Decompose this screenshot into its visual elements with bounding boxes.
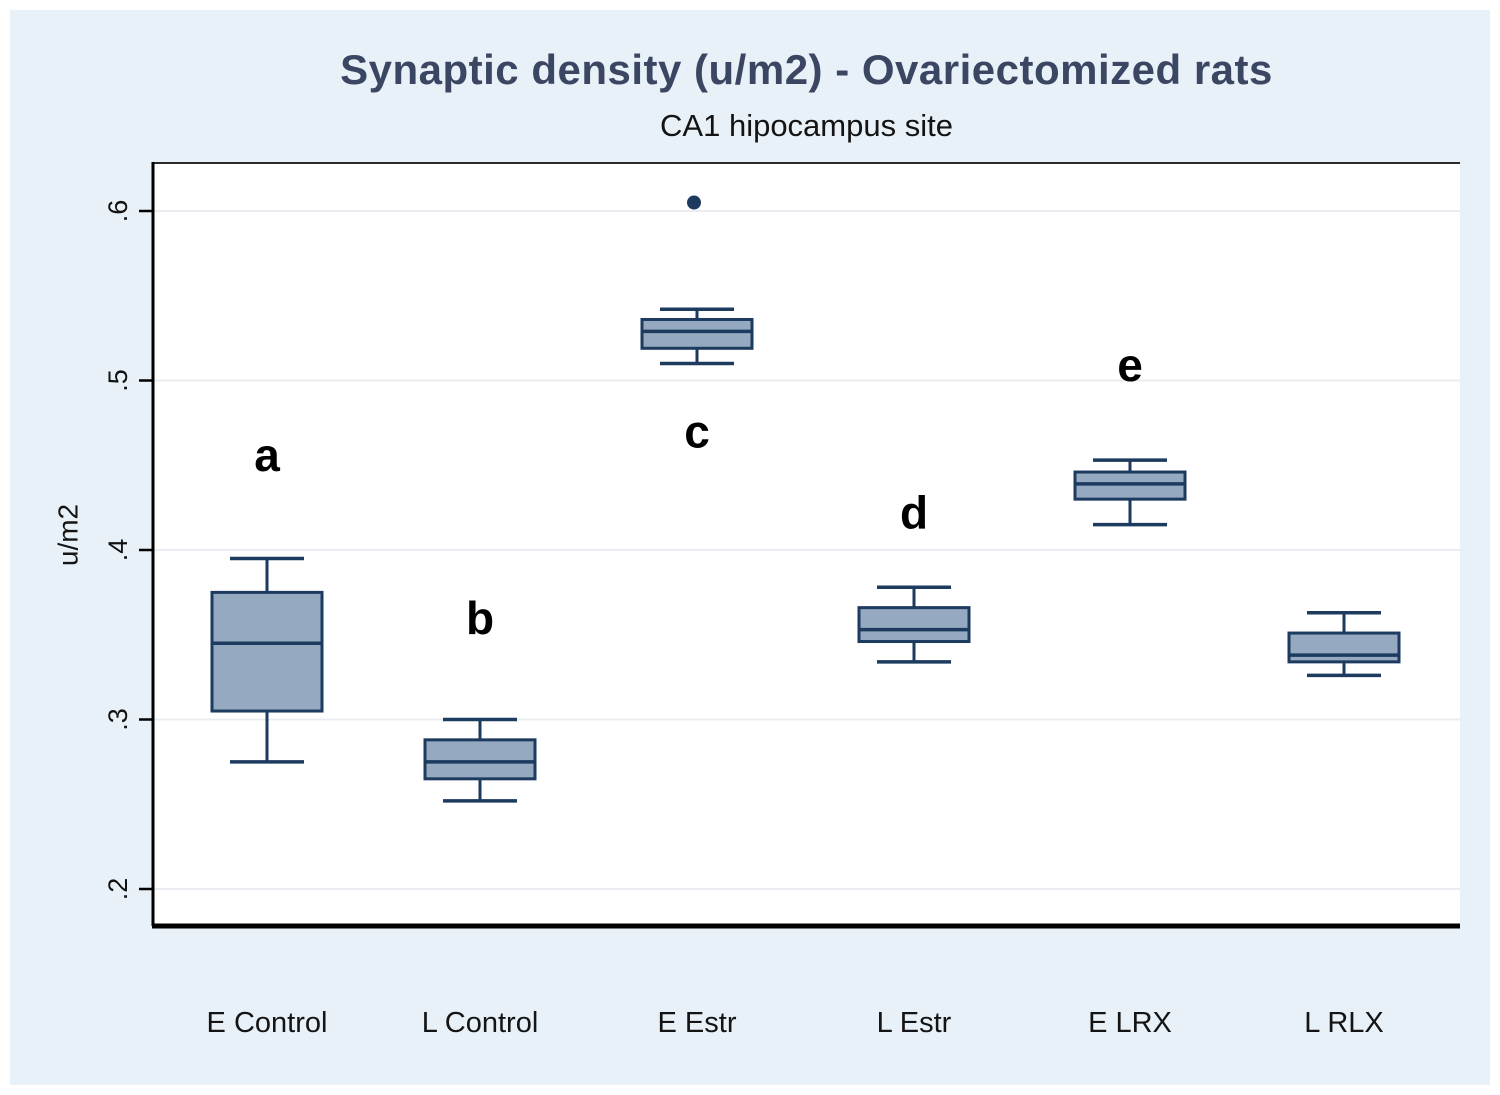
significance-letter-c: c: [684, 405, 710, 457]
x-category-label-l-rlx: L RLX: [1304, 1007, 1384, 1039]
significance-letter-d: d: [900, 487, 928, 539]
chart-title: Synaptic density (u/m2) - Ovariectomized…: [340, 46, 1273, 93]
x-category-label-l-estr: L Estr: [877, 1007, 952, 1039]
y-tick-label: .3: [103, 708, 133, 731]
iqr-box: [210, 590, 324, 713]
significance-letter-e: e: [1117, 339, 1143, 391]
outlier-point: [687, 195, 701, 210]
iqr-box: [857, 606, 971, 644]
x-category-label-l-control: L Control: [422, 1007, 539, 1039]
significance-letter-a: a: [254, 429, 280, 481]
chart-subtitle: CA1 hipocampus site: [660, 108, 953, 143]
box-group-e-lrx: e: [1073, 339, 1187, 527]
iqr-box: [640, 317, 754, 350]
y-tick-label: .2: [103, 878, 133, 901]
box-group-l-estr: d: [857, 487, 971, 664]
iqr-box: [423, 738, 537, 781]
significance-letter-b: b: [466, 592, 494, 644]
y-tick-label: .5: [103, 369, 133, 392]
box-group-e-estr: c: [640, 195, 754, 457]
x-category-label-e-control: E Control: [207, 1007, 328, 1039]
box-group-l-control: b: [423, 592, 537, 803]
plot-area: [153, 163, 1460, 926]
y-axis-title: u/m2: [53, 504, 84, 566]
y-tick-label: .6: [103, 200, 133, 223]
x-category-label-e-lrx: E LRX: [1088, 1007, 1172, 1039]
box-group-e-control: a: [210, 429, 324, 764]
y-tick-label: .4: [103, 539, 133, 562]
iqr-box: [1287, 631, 1401, 664]
box-group-l-rlx: [1287, 610, 1401, 678]
x-category-label-e-estr: E Estr: [658, 1007, 737, 1039]
